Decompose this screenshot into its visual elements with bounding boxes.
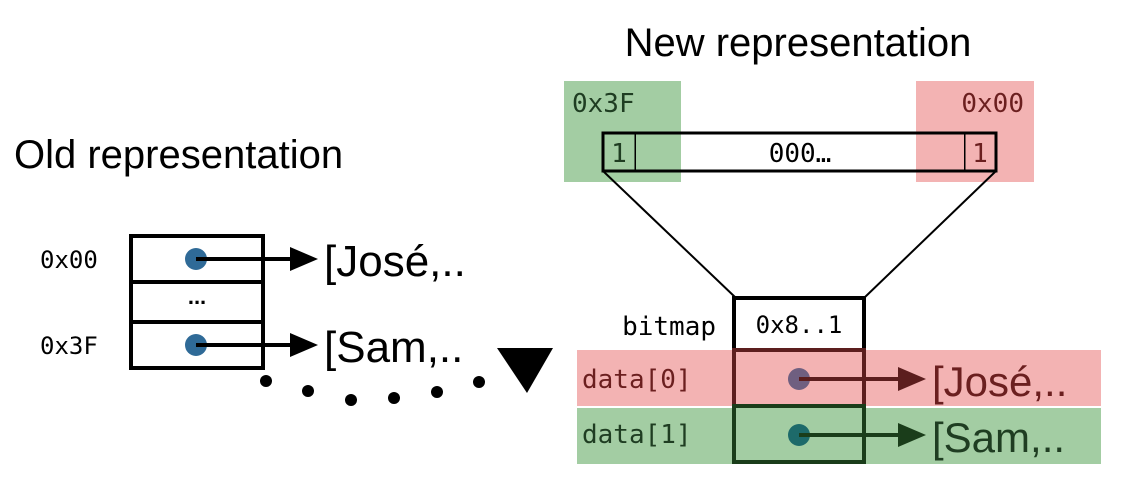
old-representation-title: Old representation <box>14 133 343 177</box>
bitmap-left-address: 0x3F <box>572 89 635 119</box>
transition-arrowhead <box>497 348 553 393</box>
bitmap-label: bitmap <box>622 312 716 342</box>
old-row-target: [José,.. <box>324 237 466 286</box>
old-row-address: 0x3F <box>40 332 98 360</box>
bitmap-strip-left-tint <box>636 134 681 170</box>
old-row-target: [Sam,.. <box>324 323 463 372</box>
old-pointer-arrowhead <box>290 333 318 357</box>
data-row-1-target: [Sam,.. <box>932 414 1065 461</box>
transition-dot <box>260 375 272 387</box>
bitmap-strip-right-tint <box>916 134 964 170</box>
zoom-line-right <box>863 170 997 299</box>
bitmap-bit-left: 1 <box>611 139 627 169</box>
old-pointer-arrowhead <box>290 247 318 271</box>
old-row-address: 0x00 <box>40 246 98 274</box>
transition-dot <box>473 376 485 388</box>
bitmap-right-address: 0x00 <box>961 89 1024 119</box>
zoom-line-left <box>602 170 737 299</box>
data-row-1-arrowhead <box>898 423 926 447</box>
transition-dot <box>302 385 314 397</box>
transition-dot <box>345 394 357 406</box>
transition-dot <box>388 392 400 404</box>
bitmap-value: 0x8..1 <box>756 311 843 339</box>
transition-dot <box>431 386 443 398</box>
new-representation-title: New representation <box>625 21 972 65</box>
transition-dots <box>260 375 485 406</box>
data-row-1-label: data[1] <box>582 420 692 450</box>
data-row-0-arrowhead <box>898 367 926 391</box>
bitmap-bit-middle: 000… <box>769 139 832 169</box>
old-ellipsis: ... <box>188 284 206 309</box>
data-row-0-label: data[0] <box>582 365 692 395</box>
bitmap-bit-right: 1 <box>972 139 988 169</box>
data-row-0-target: [José,.. <box>932 358 1067 405</box>
